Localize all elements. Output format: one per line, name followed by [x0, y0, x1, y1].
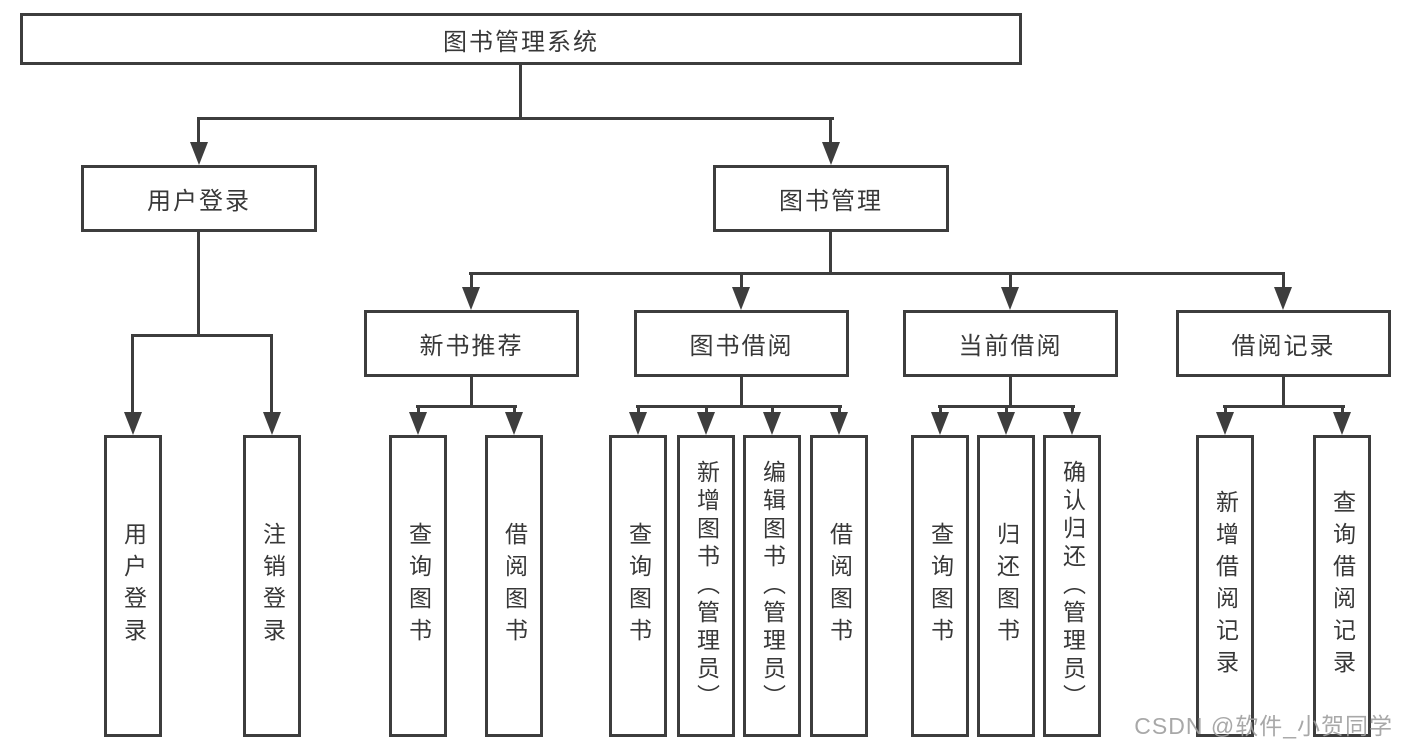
connector-stub: [838, 405, 841, 415]
connector-to-book-borrowing: [740, 272, 743, 290]
arrow-down-icon: [830, 412, 848, 435]
connector-to-new-book: [470, 272, 473, 290]
arrow-down-icon: [931, 412, 949, 435]
leaf-query-books-current: 查询图书: [911, 435, 969, 737]
connector-drop: [740, 377, 743, 408]
connector-branch-leaves: [636, 405, 842, 408]
leaf-query-borrow-record: 查询借阅记录: [1313, 435, 1371, 737]
csdn-watermark: CSDN @软件_小贺同学: [1134, 713, 1393, 739]
node-new-book-recommend: 新书推荐: [364, 310, 579, 377]
connector-stub: [637, 405, 640, 415]
connector-drop: [1282, 377, 1285, 408]
arrow-down-icon: [1216, 412, 1234, 435]
connector-branch-level3: [469, 272, 1285, 275]
leaf-add-borrow-record: 新增借阅记录: [1196, 435, 1254, 737]
connector-root-drop: [519, 65, 522, 119]
leaf-return-books: 归还图书: [977, 435, 1035, 737]
arrow-down-icon: [462, 287, 480, 310]
arrow-down-icon: [1333, 412, 1351, 435]
leaf-borrow-books: 借阅图书: [810, 435, 868, 737]
connector-stub: [417, 405, 420, 415]
connector-branch-leaves: [416, 405, 517, 408]
connector-to-book-management: [829, 117, 832, 146]
arrow-down-icon: [263, 412, 281, 435]
arrow-down-icon: [697, 412, 715, 435]
leaf-borrow-books-recommend: 借阅图书: [485, 435, 543, 737]
leaf-query-books-borrow: 查询图书: [609, 435, 667, 737]
connector-to-leaf: [270, 334, 273, 416]
connector-stub: [1341, 405, 1344, 415]
node-borrowing-records: 借阅记录: [1176, 310, 1391, 377]
connector-to-leaf: [131, 334, 134, 416]
leaf-user-login: 用户登录: [104, 435, 162, 737]
connector-branch-user-login: [131, 334, 273, 337]
leaf-logout: 注销登录: [243, 435, 301, 737]
connector-stub: [1071, 405, 1074, 415]
leaf-query-books-recommend: 查询图书: [389, 435, 447, 737]
leaf-edit-book-admin: 编辑图书（管理员）: [743, 435, 801, 737]
connector-drop: [1009, 377, 1012, 408]
arrow-down-icon: [1001, 287, 1019, 310]
leaf-confirm-return-admin: 确认归还（管理员）: [1043, 435, 1101, 737]
node-book-borrowing: 图书借阅: [634, 310, 849, 377]
connector-stub: [939, 405, 942, 415]
connector-book-management-drop: [829, 232, 832, 275]
connector-stub: [771, 405, 774, 415]
arrow-down-icon: [822, 142, 840, 165]
connector-stub: [1224, 405, 1227, 415]
arrow-down-icon: [763, 412, 781, 435]
arrow-down-icon: [124, 412, 142, 435]
connector-to-current-borrowing: [1009, 272, 1012, 290]
arrow-down-icon: [409, 412, 427, 435]
connector-branch-level2: [197, 117, 834, 120]
connector-branch-leaves: [1223, 405, 1345, 408]
connector-stub: [1005, 405, 1008, 415]
connector-stub: [513, 405, 516, 415]
arrow-down-icon: [505, 412, 523, 435]
leaf-add-book-admin: 新增图书（管理员）: [677, 435, 735, 737]
connector-drop: [470, 377, 473, 408]
node-current-borrowing: 当前借阅: [903, 310, 1118, 377]
node-user-login: 用户登录: [81, 165, 317, 232]
arrow-down-icon: [1274, 287, 1292, 310]
arrow-down-icon: [190, 142, 208, 165]
node-book-management: 图书管理: [713, 165, 949, 232]
connector-to-borrowing-records: [1282, 272, 1285, 290]
arrow-down-icon: [629, 412, 647, 435]
arrow-down-icon: [997, 412, 1015, 435]
arrow-down-icon: [1063, 412, 1081, 435]
connector-user-login-drop: [197, 232, 200, 337]
arrow-down-icon: [732, 287, 750, 310]
node-library-management-system: 图书管理系统: [20, 13, 1022, 65]
connector-stub: [705, 405, 708, 415]
connector-to-user-login: [197, 117, 200, 146]
